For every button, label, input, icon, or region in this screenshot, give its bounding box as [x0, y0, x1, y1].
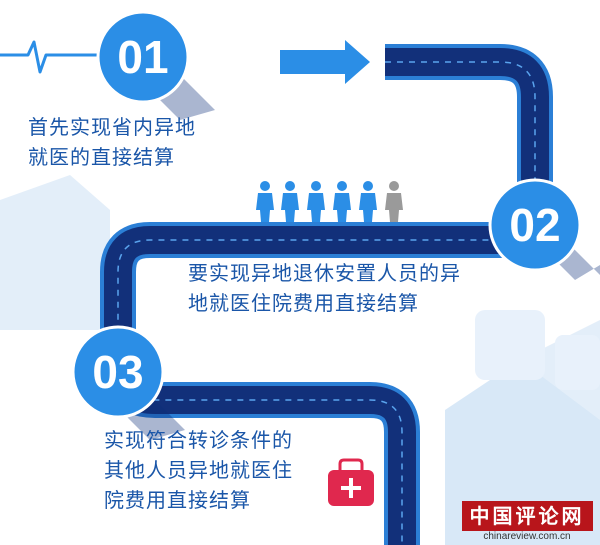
step-3-text-line-3: 院费用直接结算 — [104, 488, 251, 512]
step-circle-1 — [96, 10, 190, 104]
house-icon — [0, 175, 600, 545]
watermark-url: chinareview.com.cn — [483, 531, 571, 542]
step-circle-3 — [71, 325, 165, 419]
step-2-text-line-1: 要实现异地退休安置人员的异 — [188, 261, 461, 285]
step-3-text-line-2: 其他人员异地就医住 — [104, 458, 293, 482]
heartbeat-icon — [0, 40, 100, 74]
people-icon — [256, 181, 403, 222]
step-1-text-line-2: 就医的直接结算 — [28, 145, 175, 169]
watermark-brand: 中国评论网 — [461, 501, 593, 531]
step-3-text-line-1: 实现符合转诊条件的 — [104, 428, 293, 452]
watermark: 中国评论网 chinareview.com.cn — [458, 501, 596, 543]
arrow-right-icon — [280, 40, 370, 84]
step-number-3: 03 — [92, 346, 144, 398]
step-number-2: 02 — [509, 199, 561, 251]
step-circle-2 — [488, 178, 582, 272]
step-2-text-line-2: 地就医住院费用直接结算 — [188, 291, 419, 315]
step-1-text-line-1: 首先实现省内异地 — [28, 115, 196, 139]
first-aid-kit-icon — [328, 458, 374, 506]
step-number-1: 01 — [117, 31, 169, 83]
